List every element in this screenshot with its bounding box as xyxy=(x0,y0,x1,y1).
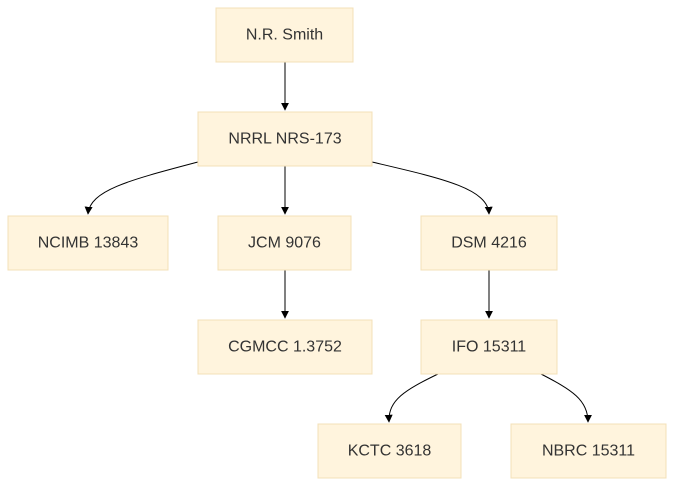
node-label: JCM 9076 xyxy=(248,235,321,252)
node-nrrl-nrs-173: NRRL NRS-173 xyxy=(197,111,373,167)
node-label: NCIMB 13843 xyxy=(38,235,139,252)
node-kctc-3618: KCTC 3618 xyxy=(317,423,462,479)
node-ifo-15311: IFO 15311 xyxy=(420,319,558,375)
node-label: IFO 15311 xyxy=(452,339,527,356)
node-label: DSM 4216 xyxy=(451,235,527,252)
edge-nrrl-to-dsm xyxy=(371,161,493,215)
node-nbrc-15311: NBRC 15311 xyxy=(510,423,667,479)
node-jcm-9076: JCM 9076 xyxy=(217,215,352,271)
node-label: CGMCC 1.3752 xyxy=(228,339,342,356)
node-dsm-4216: DSM 4216 xyxy=(420,215,558,271)
node-n-r-smith: N.R. Smith xyxy=(215,7,354,63)
node-label: NRRL NRS-173 xyxy=(228,131,341,148)
edges xyxy=(84,62,592,423)
edge-nrrl-to-ncimb xyxy=(84,161,199,215)
node-label: N.R. Smith xyxy=(246,27,323,44)
edge-ifo-to-kctc xyxy=(384,373,439,423)
edge-ifo-to-nbrc xyxy=(540,373,592,423)
node-label: KCTC 3618 xyxy=(348,443,432,460)
node-ncimb-13843: NCIMB 13843 xyxy=(7,215,169,271)
node-cgmcc-1-3752: CGMCC 1.3752 xyxy=(197,319,373,375)
node-label: NBRC 15311 xyxy=(542,443,635,460)
